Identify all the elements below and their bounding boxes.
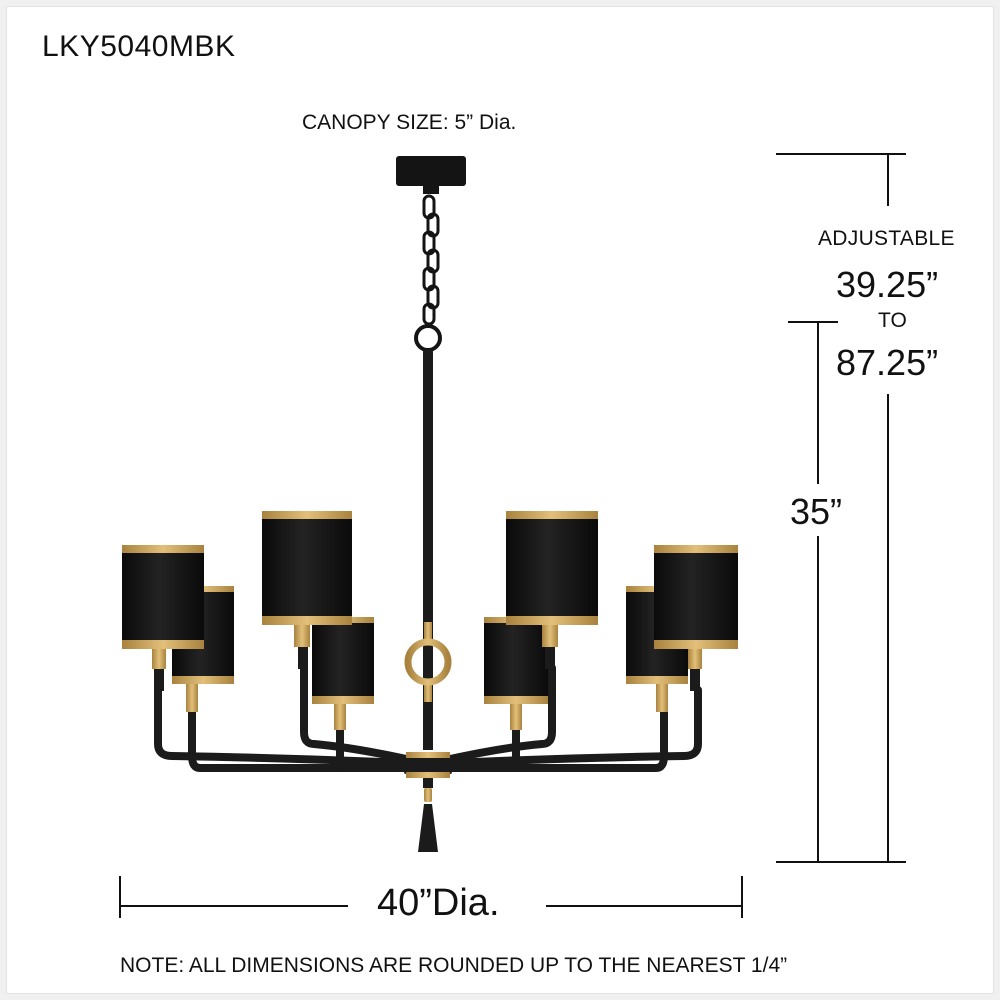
stem	[423, 350, 433, 750]
model-number: LKY5040MBK	[42, 30, 236, 63]
shade-front-left	[122, 545, 204, 691]
adjustable-max-height: 87.25”	[836, 342, 939, 383]
diameter-label: 40”Dia.	[377, 882, 500, 924]
canopy-size-label: CANOPY SIZE: 5” Dia.	[302, 111, 517, 134]
adjustable-min-height: 39.25”	[836, 264, 939, 305]
dimension-lines	[119, 153, 906, 918]
finial	[418, 804, 438, 852]
shade-back-midright	[484, 617, 548, 730]
adjustable-label: ADJUSTABLE	[818, 227, 955, 250]
adjustable-to-label: TO	[878, 309, 907, 332]
canopy-icon	[396, 156, 466, 194]
page-frame	[6, 6, 994, 994]
brass-ring	[404, 622, 452, 702]
shade-back-midleft	[312, 617, 374, 730]
shade-front-midleft	[262, 511, 352, 669]
dimensions-note: NOTE: ALL DIMENSIONS ARE ROUNDED UP TO T…	[120, 954, 788, 977]
shade-front-right	[654, 545, 738, 691]
arms-front	[154, 664, 702, 768]
chain-icon	[414, 194, 442, 352]
shade-front-midright	[506, 511, 598, 669]
shades-front	[122, 511, 738, 691]
body-height: 35”	[790, 491, 843, 532]
hub	[404, 752, 452, 852]
